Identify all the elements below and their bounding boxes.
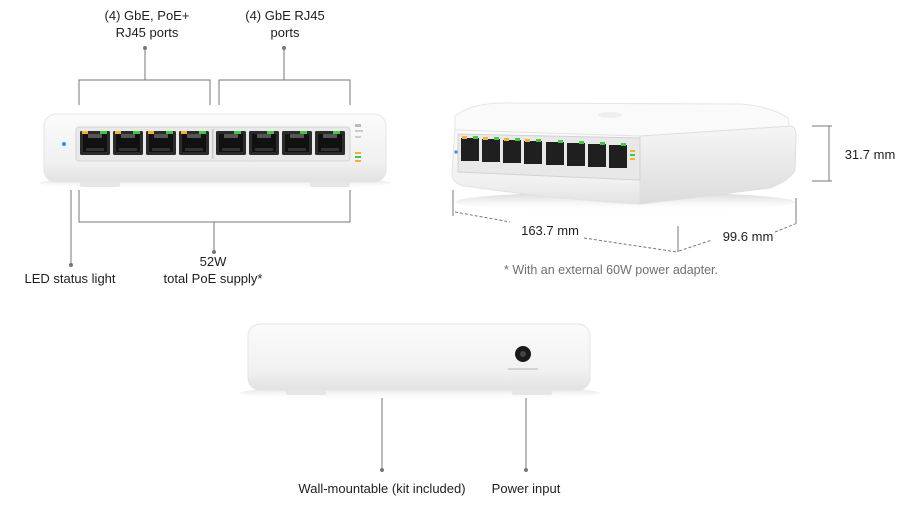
angled-ports xyxy=(461,136,627,168)
angled-port-8 xyxy=(609,143,627,168)
dimension-lines xyxy=(452,125,832,253)
footnote: * With an external 60W power adapter. xyxy=(504,263,719,277)
front-port-1 xyxy=(80,131,110,155)
rj45-ports-label-line2: ports xyxy=(270,25,300,40)
front-port-6 xyxy=(249,131,279,155)
power-input-label: Power input xyxy=(491,481,561,496)
switch-angled-view xyxy=(451,102,797,212)
front-port-5 xyxy=(216,131,246,155)
front-port-7 xyxy=(282,131,312,155)
angled-port-5 xyxy=(546,140,564,165)
front-port-group-poe xyxy=(80,131,209,155)
poe-ports-label-line1: (4) GbE, PoE+ xyxy=(104,8,190,23)
front-port-3 xyxy=(146,131,176,155)
poe-ports-label-line2: RJ45 ports xyxy=(115,25,179,40)
angled-port-2 xyxy=(482,137,500,162)
angled-port-7 xyxy=(588,142,606,167)
front-indicator-legend xyxy=(355,124,363,162)
front-callout-lines xyxy=(70,48,351,265)
wall-mount-label: Wall-mountable (kit included) xyxy=(298,481,466,496)
led-status-label: LED status light xyxy=(24,271,116,286)
front-port-4 xyxy=(179,131,209,155)
depth-dimension-label: 99.6 mm xyxy=(722,229,774,244)
angled-port-6 xyxy=(567,141,585,166)
angled-port-3 xyxy=(503,138,521,163)
front-port-8 xyxy=(315,131,345,155)
angled-port-4 xyxy=(524,139,542,164)
status-led-light xyxy=(62,142,66,146)
back-callout-lines xyxy=(381,398,527,470)
angled-port-1 xyxy=(461,136,479,161)
width-dimension-label: 163.7 mm xyxy=(521,223,579,238)
poe-supply-label: 52W total PoE supply* xyxy=(148,253,278,287)
front-port-2 xyxy=(113,131,143,155)
switch-back-view xyxy=(240,323,600,401)
height-dimension-label: 31.7 mm xyxy=(844,147,896,162)
switch-front-view xyxy=(40,113,390,190)
poe-supply-caption: total PoE supply* xyxy=(163,271,263,286)
front-port-group-rj45 xyxy=(216,131,345,155)
rj45-ports-label: (4) GbE RJ45 ports xyxy=(225,7,345,41)
poe-supply-watts: 52W xyxy=(199,254,227,269)
rj45-ports-label-line1: (4) GbE RJ45 xyxy=(245,8,325,23)
poe-ports-label: (4) GbE, PoE+ RJ45 ports xyxy=(87,7,207,41)
